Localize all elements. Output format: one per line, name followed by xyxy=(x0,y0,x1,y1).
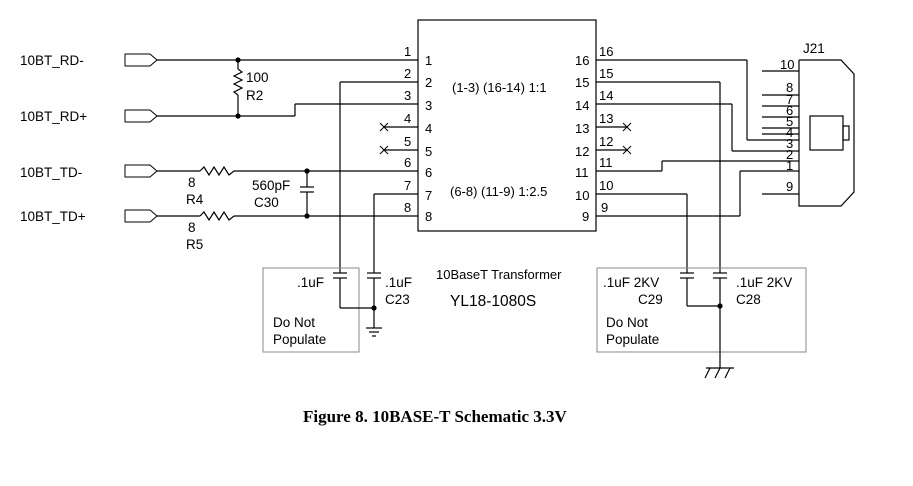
r2-value: 100 xyxy=(246,70,269,85)
svg-text:6: 6 xyxy=(425,165,432,180)
svg-text:14: 14 xyxy=(599,88,613,103)
svg-text:12: 12 xyxy=(575,144,589,159)
svg-text:7: 7 xyxy=(425,188,432,203)
r5-value: 8 xyxy=(188,220,196,235)
svg-text:13: 13 xyxy=(599,111,613,126)
svg-text:7: 7 xyxy=(404,178,411,193)
net-label-td-plus: 10BT_TD+ xyxy=(20,209,86,224)
svg-text:1: 1 xyxy=(404,44,411,59)
svg-text:8: 8 xyxy=(404,200,411,215)
svg-text:15: 15 xyxy=(599,66,613,81)
svg-text:4: 4 xyxy=(404,111,411,126)
dnp-left-line2: Populate xyxy=(273,332,326,347)
transformer-left-pins: 1 2 3 4 5 6 7 8 1 2 3 4 5 6 7 8 xyxy=(404,44,432,224)
svg-text:2: 2 xyxy=(404,66,411,81)
left-wiring xyxy=(157,57,418,273)
svg-text:13: 13 xyxy=(575,121,589,136)
dnp-right-line2: Populate xyxy=(606,332,659,347)
svg-text:8: 8 xyxy=(786,80,793,95)
connector-pin-numbers: 10 8 7 6 5 4 3 2 1 9 xyxy=(780,57,794,194)
c29-value: .1uF 2KV xyxy=(603,275,659,290)
net-label-rd-plus: 10BT_RD+ xyxy=(20,109,87,124)
svg-text:2: 2 xyxy=(786,147,793,162)
transformer-body xyxy=(417,19,597,232)
svg-text:9: 9 xyxy=(786,179,793,194)
c23-value: .1uF xyxy=(385,275,412,290)
svg-text:5: 5 xyxy=(404,134,411,149)
dnp-left-line1: Do Not xyxy=(273,315,315,330)
c28-value: .1uF 2KV xyxy=(736,275,792,290)
right-wiring xyxy=(596,59,788,273)
c30-ref: C30 xyxy=(254,195,279,210)
svg-text:2: 2 xyxy=(425,75,432,90)
svg-text:1: 1 xyxy=(425,53,432,68)
cap-unlabeled-value: .1uF xyxy=(297,275,324,290)
svg-text:4: 4 xyxy=(786,125,793,140)
svg-text:15: 15 xyxy=(575,75,589,90)
c29-ref: C29 xyxy=(638,292,663,307)
port-rd-minus: 10BT_RD- xyxy=(20,53,158,68)
svg-text:14: 14 xyxy=(575,98,589,113)
dnp-box-right xyxy=(596,267,807,379)
dnp-right-line1: Do Not xyxy=(606,315,648,330)
svg-text:10: 10 xyxy=(780,57,794,72)
ratio-top: (1-3) (16-14) 1:1 xyxy=(452,80,547,95)
transformer-part: YL18-1080S xyxy=(450,293,536,310)
r5-ref: R5 xyxy=(186,237,203,252)
svg-text:10: 10 xyxy=(599,178,613,193)
c23-ref: C23 xyxy=(385,292,410,307)
net-label-rd-minus: 10BT_RD- xyxy=(20,53,84,68)
svg-text:9: 9 xyxy=(582,209,589,224)
j21-ref: J21 xyxy=(803,41,825,56)
svg-text:5: 5 xyxy=(786,114,793,129)
svg-text:5: 5 xyxy=(425,144,432,159)
ratio-bottom: (6-8) (11-9) 1:2.5 xyxy=(450,184,547,199)
svg-text:6: 6 xyxy=(786,103,793,118)
net-label-td-minus: 10BT_TD- xyxy=(20,165,82,180)
c30-value: 560pF xyxy=(252,178,290,193)
svg-text:12: 12 xyxy=(599,134,613,149)
port-td-minus: 10BT_TD- xyxy=(20,164,158,180)
svg-text:6: 6 xyxy=(404,155,411,170)
svg-text:9: 9 xyxy=(601,200,608,215)
svg-text:7: 7 xyxy=(786,92,793,107)
svg-text:4: 4 xyxy=(425,121,432,136)
svg-text:1: 1 xyxy=(786,158,793,173)
svg-text:3: 3 xyxy=(786,136,793,151)
port-rd-plus: 10BT_RD+ xyxy=(20,109,158,124)
transformer-right-pins: 16 15 14 13 12 11 10 9 16 15 14 13 12 11… xyxy=(575,44,613,224)
transformer-name: 10BaseT Transformer xyxy=(436,267,562,282)
svg-text:3: 3 xyxy=(425,98,432,113)
r4-value: 8 xyxy=(188,175,196,190)
dnp-box-left xyxy=(262,267,382,353)
svg-text:16: 16 xyxy=(575,53,589,68)
svg-text:8: 8 xyxy=(425,209,432,224)
svg-text:10: 10 xyxy=(575,188,589,203)
svg-text:3: 3 xyxy=(404,88,411,103)
r2-ref: R2 xyxy=(246,88,263,103)
svg-text:16: 16 xyxy=(599,44,613,59)
figure-caption: Figure 8. 10BASE-T Schematic 3.3V xyxy=(303,407,568,426)
port-td-plus: 10BT_TD+ xyxy=(20,209,158,224)
svg-text:11: 11 xyxy=(599,155,613,170)
r4-ref: R4 xyxy=(186,192,204,207)
c28-ref: C28 xyxy=(736,292,761,307)
connector-j21 xyxy=(762,59,855,207)
svg-text:11: 11 xyxy=(575,165,589,180)
